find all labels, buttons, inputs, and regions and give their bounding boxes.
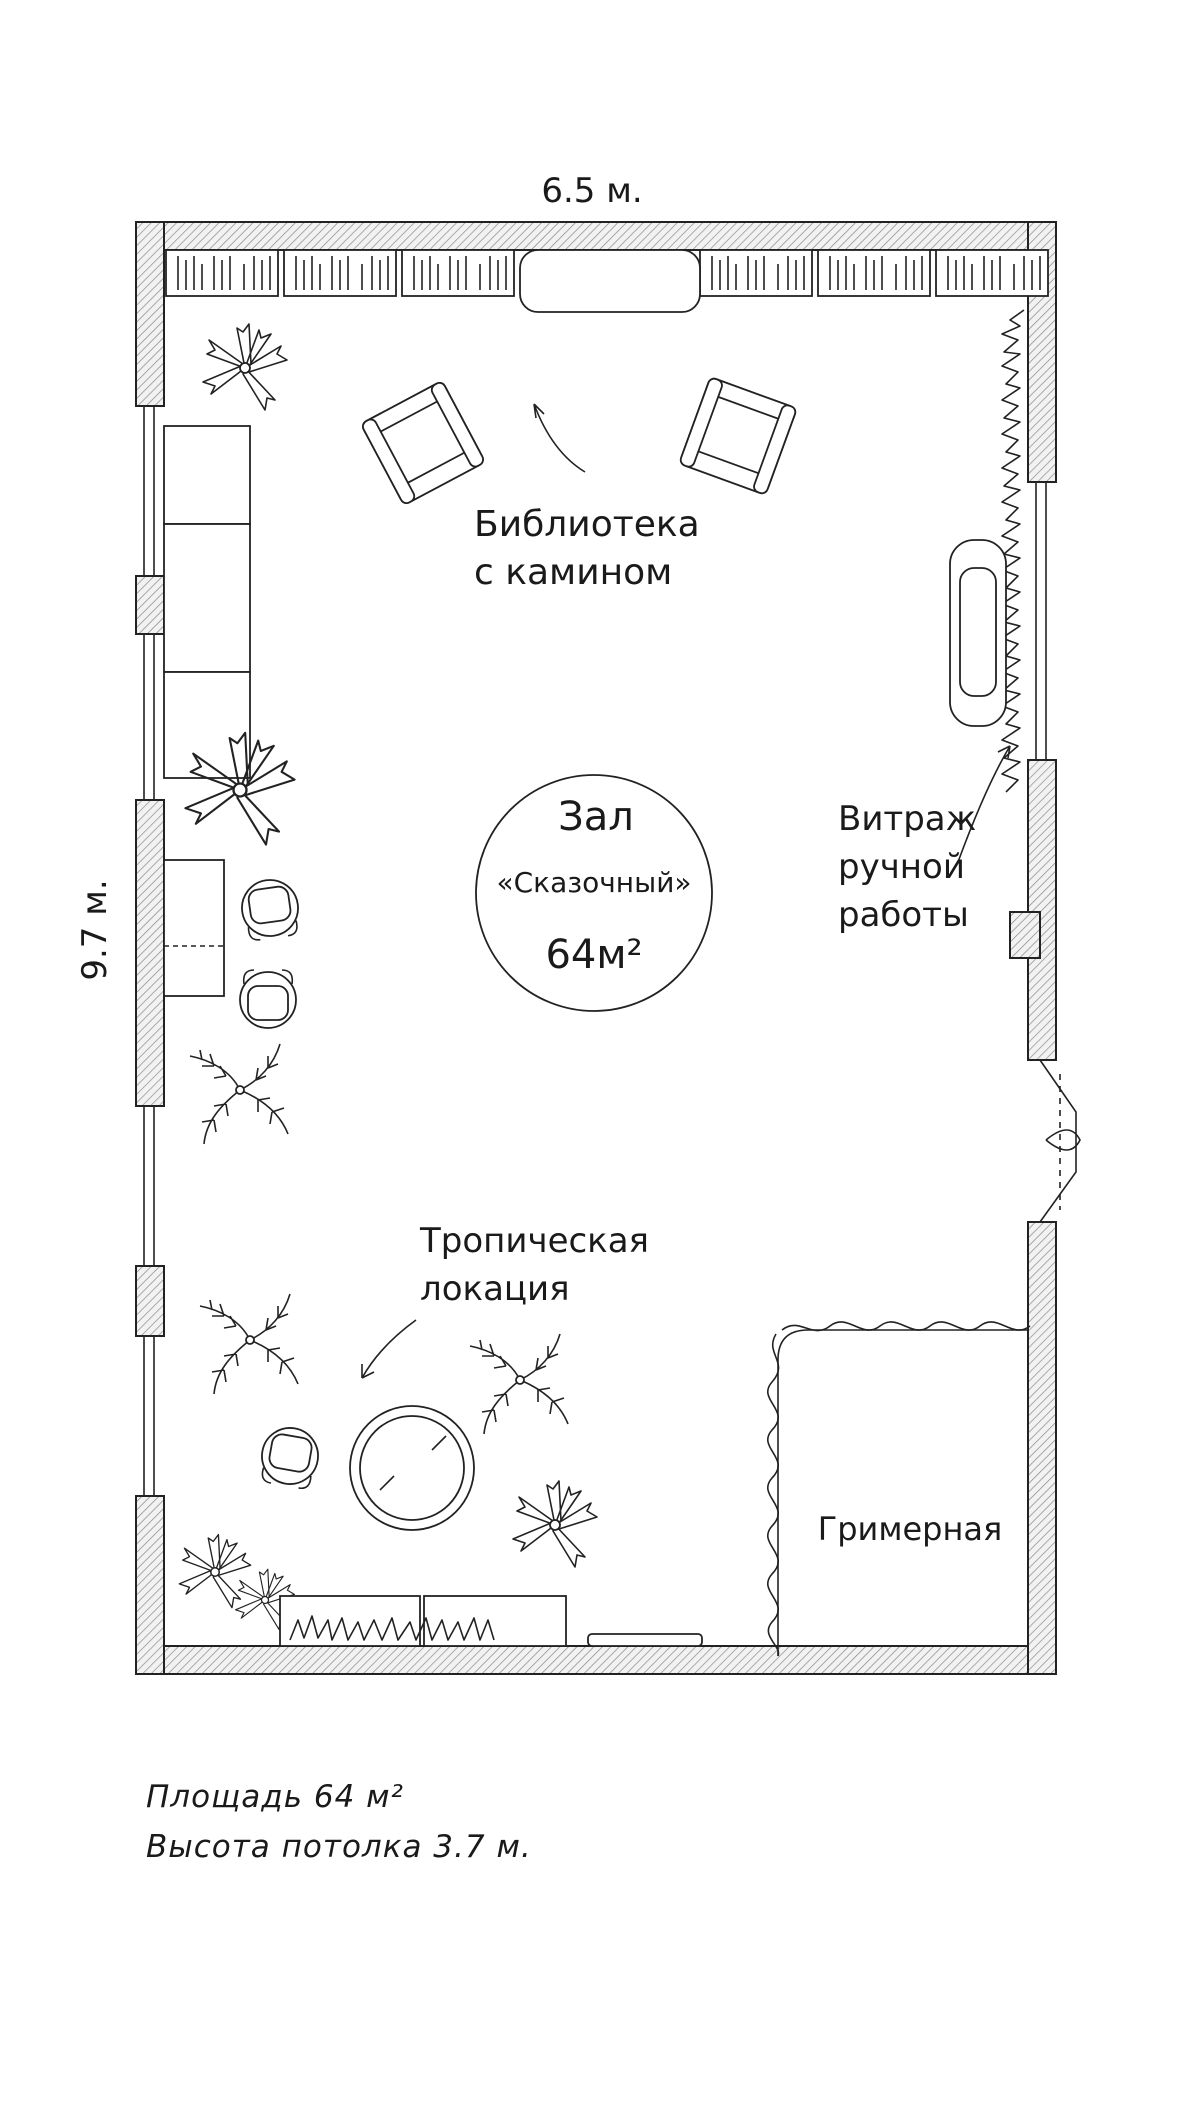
vitrage-label-line1: Витраж bbox=[838, 799, 976, 839]
left-wall-segment bbox=[135, 1495, 165, 1675]
vitrage-arrow bbox=[957, 745, 1011, 863]
fern-icon bbox=[199, 1293, 299, 1395]
tropical-arrow bbox=[361, 1319, 417, 1379]
library-label-line2: с камином bbox=[474, 552, 672, 593]
dressing-room-label: Гримерная bbox=[818, 1510, 1003, 1548]
bench bbox=[587, 1633, 703, 1647]
dressing-room bbox=[766, 1321, 1031, 1657]
round-chair bbox=[237, 875, 303, 943]
right-wall-segment bbox=[1027, 1221, 1057, 1675]
left-cabinets bbox=[163, 425, 251, 997]
armchair-right bbox=[678, 376, 798, 496]
hall-area: 64м² bbox=[545, 932, 642, 978]
vitrage-label-line2: ручной bbox=[838, 847, 965, 887]
plant-icon bbox=[178, 1533, 252, 1609]
planter-boxes bbox=[279, 1595, 567, 1647]
library-label-line1: Библиотека bbox=[474, 504, 700, 545]
bottom-wall bbox=[135, 1645, 1057, 1675]
right-column bbox=[1009, 911, 1041, 959]
vitrage-label-line3: работы bbox=[838, 895, 969, 935]
left-wall-segment bbox=[135, 1265, 165, 1337]
left-wall-segment bbox=[135, 575, 165, 635]
fern-icon bbox=[469, 1333, 569, 1435]
plant-icon bbox=[512, 1480, 598, 1568]
vitrage-window bbox=[1035, 482, 1047, 760]
hall-title: Зал bbox=[558, 794, 634, 840]
round-chair bbox=[256, 1422, 324, 1492]
fireplace bbox=[519, 249, 701, 313]
ceiling-note: Высота потолка 3.7 м. bbox=[146, 1829, 532, 1865]
vitrage-plants bbox=[1001, 309, 1025, 793]
left-wall-segment bbox=[135, 799, 165, 1107]
plan-notes: Площадь 64 м² Высота потолка 3.7 м. bbox=[146, 1772, 532, 1872]
hall-name: «Сказочный» bbox=[496, 866, 691, 899]
width-dimension: 6.5 м. bbox=[541, 171, 642, 211]
left-windows bbox=[143, 406, 155, 1496]
tropical-label-line1: Тропическая bbox=[419, 1221, 649, 1261]
area-note: Площадь 64 м² bbox=[146, 1779, 404, 1815]
library-arrow bbox=[533, 403, 586, 473]
left-wall-segment bbox=[135, 221, 165, 407]
entrance-door[interactable] bbox=[1039, 1059, 1081, 1223]
round-table bbox=[349, 1405, 475, 1531]
top-wall bbox=[135, 221, 1057, 251]
armchair-left bbox=[359, 379, 487, 507]
height-dimension: 9.7 м. bbox=[75, 879, 115, 980]
right-wall-segment bbox=[1027, 759, 1057, 1061]
tropical-label-line2: локация bbox=[420, 1269, 570, 1309]
round-chair bbox=[239, 969, 297, 1029]
plant-icon bbox=[202, 323, 288, 411]
hall-circle bbox=[475, 774, 713, 1012]
sofa-vitrage bbox=[949, 539, 1007, 727]
fern-icon bbox=[189, 1043, 289, 1145]
